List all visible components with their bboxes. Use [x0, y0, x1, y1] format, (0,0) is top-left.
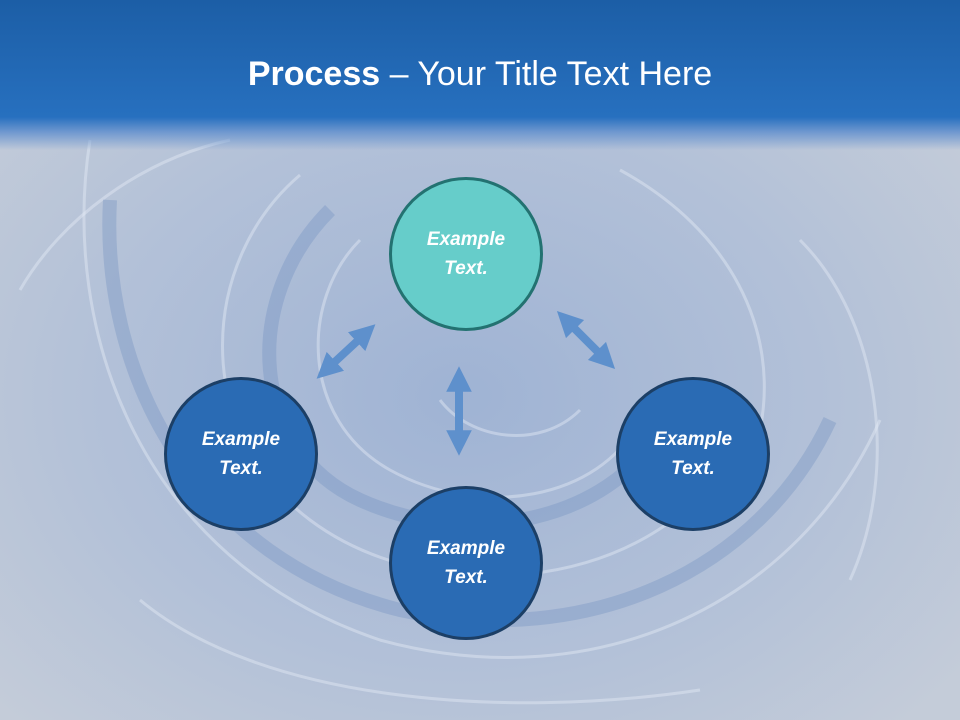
node-label-bottom: Example Text. [426, 538, 506, 588]
slide-title: Process – Your Title Text Here [0, 52, 960, 96]
process-node-left: Example Text. [164, 377, 318, 531]
title-bold-part: Process [247, 55, 381, 93]
title-rest-part: – Your Title Text Here [380, 55, 713, 93]
node-label-right: Example Text. [653, 429, 733, 479]
title-band [0, 0, 960, 150]
node-label-left: Example Text. [201, 429, 281, 479]
arrow-top-right [556, 310, 616, 370]
process-node-top: Example Text. [389, 177, 543, 331]
arrow-left-top [316, 324, 376, 379]
node-label-top: Example Text. [426, 229, 506, 279]
process-node-right: Example Text. [616, 377, 770, 531]
process-node-bottom: Example Text. [389, 486, 543, 640]
